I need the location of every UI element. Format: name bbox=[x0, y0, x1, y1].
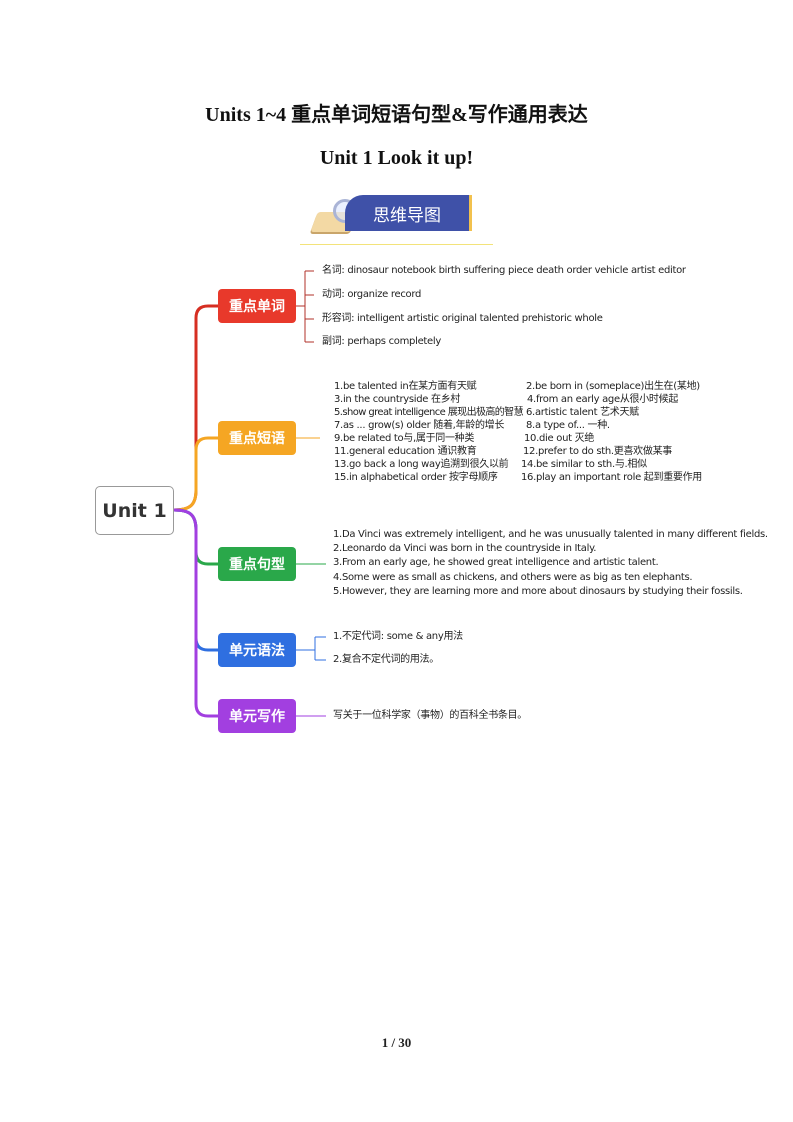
words-adjectives: 形容词: intelligent artistic original talen… bbox=[322, 313, 603, 324]
sentence: 1.Da Vinci was extremely intelligent, an… bbox=[333, 529, 768, 540]
root-node: Unit 1 bbox=[95, 486, 174, 535]
category-writing: 单元写作 bbox=[218, 699, 296, 733]
phrase: 13.go back a long way追溯到很久以前 bbox=[334, 459, 509, 470]
phrase: 7.as ... grow(s) older 随着,年龄的增长 bbox=[334, 420, 505, 431]
phrase: 12.prefer to do sth.更喜欢做某事 bbox=[523, 446, 672, 457]
phrase: 5.show great intelligence 展现出极高的智慧 bbox=[334, 407, 524, 418]
sentence: 4.Some were as small as chickens, and ot… bbox=[333, 572, 693, 583]
unit-subtitle: Unit 1 Look it up! bbox=[319, 147, 474, 169]
sentence: 5.However, they are learning more and mo… bbox=[333, 586, 743, 597]
writing-item: 写关于一位科学家（事物）的百科全书条目。 bbox=[333, 710, 527, 721]
phrase: 3.in the countryside 在乡村 bbox=[334, 394, 461, 405]
page-number: 1 / 30 bbox=[381, 1035, 412, 1050]
phrase: 4.from an early age从很小时候起 bbox=[527, 394, 679, 405]
phrase: 14.be similar to sth.与.相似 bbox=[521, 459, 647, 470]
words-verbs: 动词: organize record bbox=[322, 289, 422, 300]
phrase: 6.artistic talent 艺术天赋 bbox=[526, 407, 639, 418]
grammar-item: 2.复合不定代词的用法。 bbox=[333, 654, 439, 665]
category-words: 重点单词 bbox=[218, 289, 296, 323]
phrase: 9.be related to与,属于同一种类 bbox=[334, 433, 475, 444]
phrase: 10.die out 灭绝 bbox=[524, 433, 595, 444]
phrase: 1.be talented in在某方面有天赋 bbox=[334, 381, 477, 392]
words-nouns: 名词: dinosaur notebook birth suffering pi… bbox=[322, 265, 686, 276]
category-sentences: 重点句型 bbox=[218, 547, 296, 581]
phrase: 8.a type of... 一种. bbox=[526, 420, 610, 431]
phrase: 16.play an important role 起到重要作用 bbox=[521, 472, 703, 483]
document-title: Units 1~4 重点单词短语句型&写作通用表达 bbox=[205, 104, 588, 126]
words-adverbs: 副词: perhaps completely bbox=[322, 336, 441, 347]
category-grammar: 单元语法 bbox=[218, 633, 296, 667]
phrase: 11.general education 通识教育 bbox=[334, 446, 477, 457]
phrase: 15.in alphabetical order 按字母顺序 bbox=[334, 472, 498, 483]
sentence: 3.From an early age, he showed great int… bbox=[333, 557, 659, 568]
sentence: 2.Leonardo da Vinci was born in the coun… bbox=[333, 543, 597, 554]
grammar-item: 1.不定代词: some & any用法 bbox=[333, 631, 463, 642]
phrase: 2.be born in (someplace)出生在(某地) bbox=[526, 381, 700, 392]
category-phrases: 重点短语 bbox=[218, 421, 296, 455]
divider bbox=[300, 244, 493, 245]
connector-phrases bbox=[173, 436, 218, 512]
mindmap-banner: 思维导图 bbox=[345, 195, 472, 231]
connector-writing bbox=[173, 508, 218, 718]
